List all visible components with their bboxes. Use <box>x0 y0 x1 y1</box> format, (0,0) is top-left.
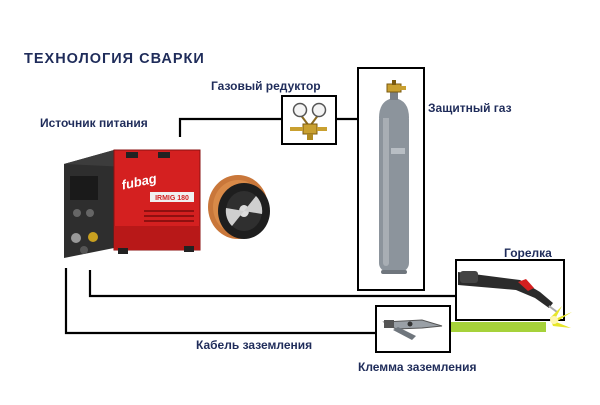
welding-arc-icon <box>550 306 572 328</box>
torch-cable-line <box>88 270 456 298</box>
reducer-hose-line <box>178 117 282 137</box>
workpiece-plate <box>450 322 546 332</box>
connection-lines <box>64 117 456 335</box>
machine-model-text: IRMIG 180 <box>155 195 189 202</box>
gas-reducer-icon <box>290 102 327 140</box>
welding-machine-icon: IRMIG 180 fubag <box>64 149 201 258</box>
ground-cable-label: Кабель заземления <box>196 338 313 352</box>
ground-clamp-label: Клемма заземления <box>358 360 477 374</box>
ground-cable-line <box>64 268 376 335</box>
diagram-title: ТЕХНОЛОГИЯ СВАРКИ <box>24 51 205 67</box>
power-source-label: Источник питания <box>40 116 148 130</box>
shield-gas-label: Защитный газ <box>428 101 512 115</box>
wire-spool-icon <box>208 175 270 239</box>
machine-brand-text: fubag <box>120 171 158 193</box>
gas-cylinder-icon <box>379 80 409 274</box>
torch-label: Горелка <box>504 246 552 260</box>
ground-clamp-box <box>375 305 451 353</box>
gas-reducer-label: Газовый редуктор <box>211 79 321 93</box>
welding-torch-icon <box>458 271 558 313</box>
ground-clamp-icon <box>382 319 443 340</box>
torch-box <box>455 259 565 321</box>
